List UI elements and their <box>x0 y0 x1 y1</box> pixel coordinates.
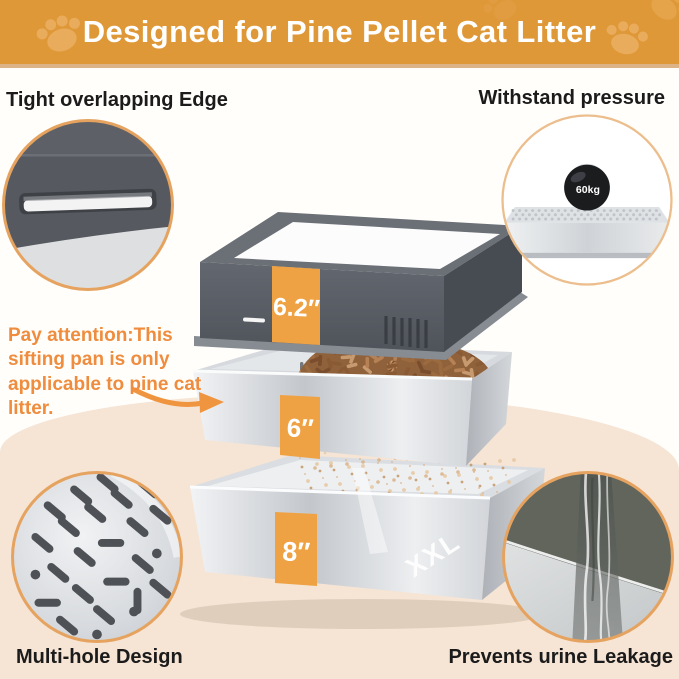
inverted-pan <box>503 207 671 259</box>
tight-edge-inset <box>2 119 174 291</box>
multi-hole-photo <box>13 473 181 641</box>
sifting-frame: 6.2″ <box>194 212 528 360</box>
banner: Designed for Pine Pellet Cat Litter <box>0 0 679 68</box>
paw-icon <box>651 0 679 20</box>
banner-title: Designed for Pine Pellet Cat Litter <box>82 14 597 49</box>
height-badge-base-pan-text: 8″ <box>282 537 311 568</box>
attention-note: Pay attention:This sifting pan is only a… <box>8 325 202 419</box>
vent-slats <box>384 316 428 348</box>
callout-label-urine-leakage: Prevents urine Leakage <box>448 646 673 668</box>
height-badge-sifting-pan <box>280 395 320 459</box>
water-stream <box>572 473 624 641</box>
height-badge-frame <box>272 266 320 345</box>
edge-slot <box>19 188 157 215</box>
dust-stream <box>352 468 388 554</box>
callout-label-multi-hole: Multi-hole Design <box>16 646 183 668</box>
paw-icon <box>483 0 517 20</box>
sifting-pan: 6″ <box>192 336 512 466</box>
paw-icon <box>36 15 80 52</box>
drain-holes <box>30 473 172 640</box>
attention-arrow-icon <box>132 387 224 413</box>
kettlebell-weight: 60kg <box>576 184 600 196</box>
paw-icon <box>606 21 648 55</box>
pan-shadow <box>180 599 544 629</box>
leakage-photo <box>504 473 672 641</box>
height-badge-base-pan <box>275 512 317 586</box>
pressure-photo: 60kg <box>503 116 671 284</box>
banner-paw-decorations <box>36 0 679 55</box>
callout-label-withstand-pressure: Withstand pressure <box>478 87 665 109</box>
handle-slot <box>243 317 265 323</box>
callout-label-tight-edge: Tight overlapping Edge <box>6 89 228 111</box>
withstand-pressure-inset: 60kg <box>501 114 673 286</box>
height-badge-frame-text: 6.2″ <box>272 293 320 323</box>
height-badge-sifting-pan-text: 6″ <box>286 413 314 444</box>
multi-hole-inset <box>11 471 183 643</box>
urine-leakage-inset <box>502 471 674 643</box>
edge-detail-photo <box>4 121 172 289</box>
kettlebell-icon: 60kg <box>564 163 610 211</box>
